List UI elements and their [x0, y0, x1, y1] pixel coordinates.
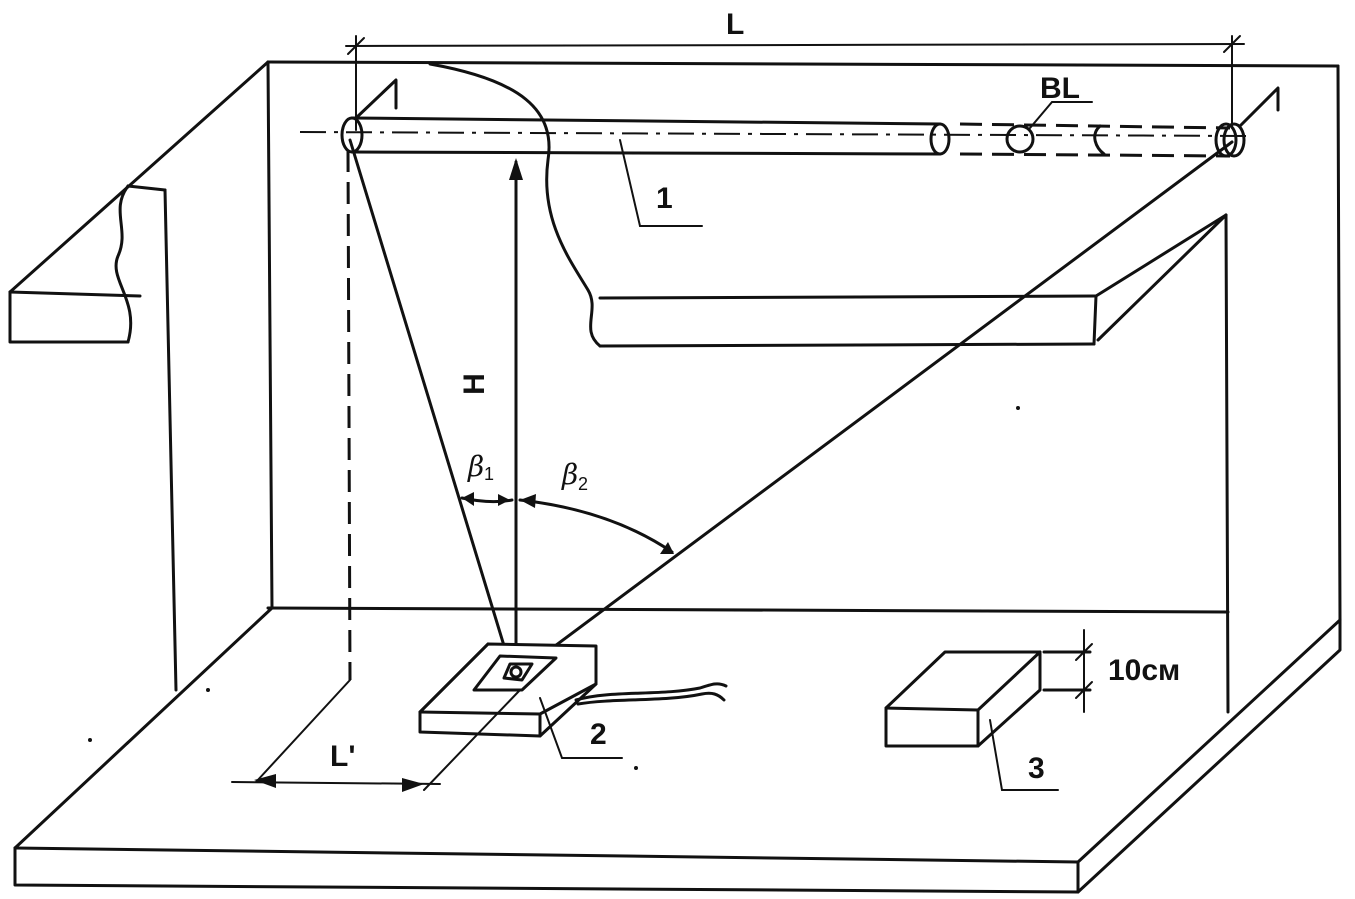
label-2: 2 — [590, 718, 607, 751]
block-3 — [884, 629, 1093, 748]
label-3: 3 — [1028, 752, 1045, 785]
ledge — [428, 62, 1228, 348]
label-beta1: β — [467, 450, 484, 483]
label-1: 1 — [656, 182, 673, 215]
sensor-box — [418, 642, 728, 738]
leader-2 — [539, 697, 623, 759]
label-beta2: β — [561, 458, 578, 491]
label-BL: BL — [1040, 72, 1080, 105]
ray-beta2 — [518, 140, 1234, 674]
room-walls — [266, 60, 1342, 864]
ray-beta1 — [348, 138, 514, 674]
speck — [88, 738, 92, 742]
floor-slab — [13, 606, 1342, 894]
dimension-Lprime — [231, 679, 521, 792]
speck — [206, 688, 210, 692]
speck — [634, 766, 638, 770]
label-Lprime: L' — [330, 740, 355, 773]
height-arrow — [509, 158, 523, 674]
label-L: L — [726, 8, 744, 41]
label-H: H — [458, 373, 491, 395]
projection-line — [346, 149, 352, 681]
left-wall — [8, 60, 270, 692]
dimension-L — [345, 35, 1245, 131]
label-beta2-sub: 2 — [578, 474, 588, 494]
lamp-tube — [299, 78, 1280, 158]
leader-3 — [989, 719, 1059, 791]
leader-1 — [619, 139, 703, 227]
speck — [1016, 406, 1020, 410]
label-10cm: 10см — [1108, 654, 1180, 687]
label-beta1-sub: 1 — [484, 464, 494, 484]
bl-marker — [1005, 124, 1035, 154]
angle-arcs — [460, 492, 674, 554]
